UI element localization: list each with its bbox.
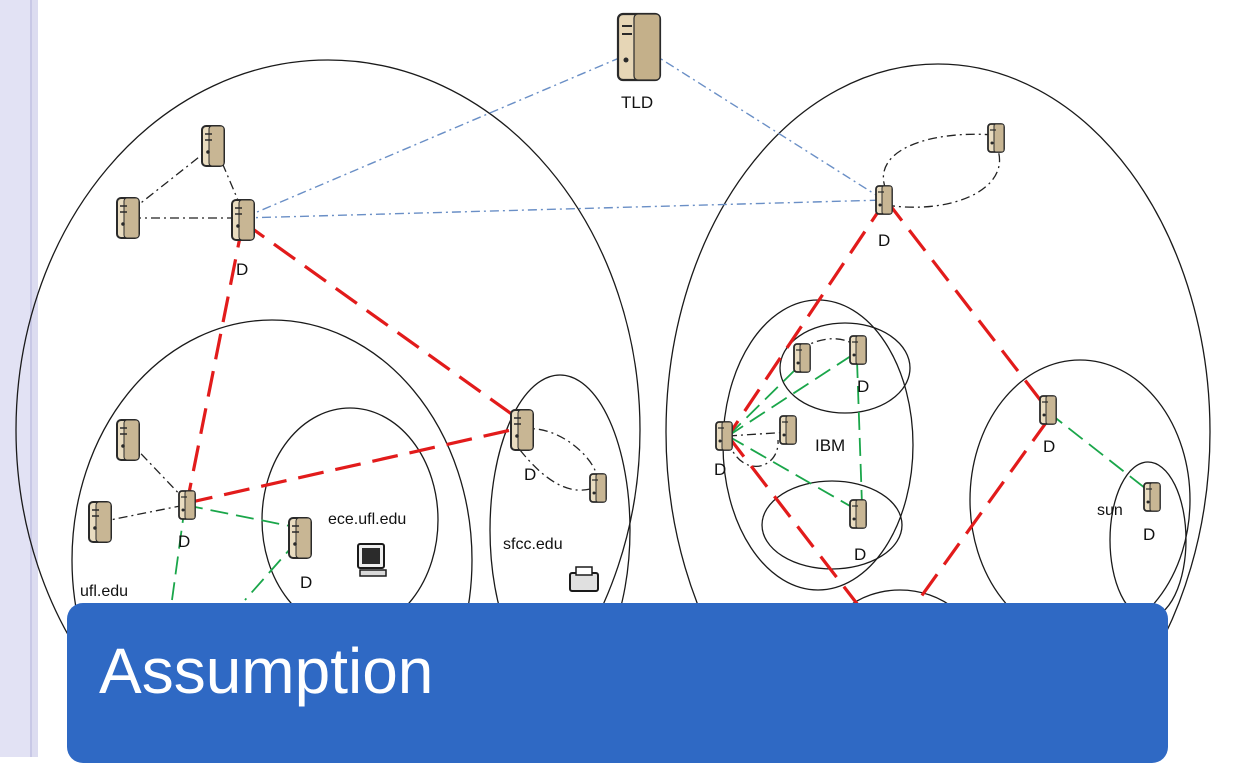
label-ibm: IBM [815, 436, 845, 455]
server-icon-ufl-edu-d [178, 490, 196, 520]
link-black-10 [727, 439, 779, 468]
link-left-right [242, 199, 885, 219]
printer-icon [569, 566, 599, 592]
server-icon-ibm-2 [849, 335, 867, 365]
server-icon-ibm-bottom-d [849, 499, 867, 529]
link-black-5 [99, 504, 186, 523]
link-red-6 [726, 435, 860, 606]
server-icon-ufl-left [116, 197, 140, 239]
link-red-5 [884, 199, 1050, 411]
slide-title: Assumption [99, 635, 434, 707]
link-green-1 [184, 504, 301, 529]
server-icon-ece-d [288, 517, 312, 559]
link-black-7 [885, 149, 1001, 208]
domain-ellipse-ufl-outer [15, 59, 641, 757]
link-green-4 [727, 364, 801, 437]
left-sidebar-strip [0, 0, 38, 757]
label-ece-ufl-edu: ece.ufl.edu [328, 511, 406, 528]
server-icon-sfcc-d [510, 409, 534, 451]
link-black-2 [131, 145, 214, 211]
link-red-3 [186, 426, 521, 505]
left-sidebar-strip-inner [0, 0, 32, 757]
slide-title-banner: Assumption [67, 603, 1168, 763]
link-green-8 [1047, 411, 1151, 493]
server-icon-ibm-3 [779, 415, 797, 445]
link-red-2 [242, 220, 521, 422]
label-sfcc-edu: sfcc.edu [503, 536, 563, 553]
link-tld-right [649, 51, 885, 201]
server-icon-ibm-1 [793, 343, 811, 373]
server-icon-ufl-top [201, 125, 225, 167]
label-d-sun: D [1143, 525, 1155, 544]
tld-server-icon [616, 12, 662, 82]
link-red-1 [185, 221, 245, 504]
server-icon-right-top [987, 123, 1005, 153]
domain-ellipse-right-outer [665, 63, 1211, 757]
server-icon-right-d [875, 185, 893, 215]
link-green-2 [171, 504, 186, 601]
server-icon-ufl-mid [116, 419, 140, 461]
label-d-ibm: D [714, 460, 726, 479]
label-ufl-edu: ufl.edu [80, 583, 128, 600]
label-d-right: D [878, 231, 890, 250]
domain-ellipse-ibm-bottom [761, 480, 903, 570]
server-icon-ibm-d [715, 421, 733, 451]
link-tld-left [242, 49, 639, 219]
link-green-7 [856, 359, 863, 506]
label-d-ufl: D [236, 260, 248, 279]
server-icon-ufl-bottom-left [88, 501, 112, 543]
label-d-ece: D [300, 573, 312, 592]
label-d-ibm-top: D [857, 377, 869, 396]
label-d-ibm-bottom: D [854, 545, 866, 564]
domain-ellipse-ufl-inner [71, 319, 473, 757]
label-d-sun-outer: D [1043, 437, 1055, 456]
server-icon-ufl-d [231, 199, 255, 241]
desktop-monitor-icon [357, 543, 387, 577]
server-icon-sun-d [1143, 482, 1161, 512]
link-red-7 [913, 419, 1050, 606]
label-tld: TLD [621, 93, 653, 112]
domain-ellipse-ibm-top [779, 322, 911, 414]
link-black-12 [519, 449, 596, 491]
label-sun: sun [1097, 502, 1123, 519]
server-icon-sfcc-2 [589, 473, 607, 503]
label-d-ufl-edu: D [178, 532, 190, 551]
server-icon-sun-outer-d [1039, 395, 1057, 425]
link-black-6 [882, 133, 996, 191]
link-red-4 [726, 199, 888, 437]
label-d-sfcc: D [524, 465, 536, 484]
